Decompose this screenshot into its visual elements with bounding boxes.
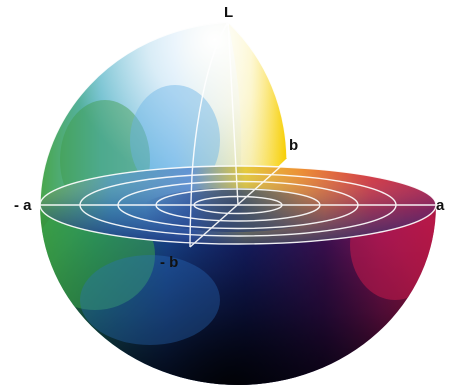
- axis-label-b: b: [289, 137, 299, 154]
- l-axis-line: [227, 19, 239, 206]
- shell-outline: [39, 21, 229, 206]
- axis-label-a: a: [436, 197, 445, 214]
- b-axis-line: [189, 159, 289, 248]
- meridian-arc-back: [189, 21, 229, 248]
- axis-label-neg-a: - a: [14, 197, 32, 214]
- axis-label-l: L: [224, 4, 234, 21]
- grid-lines: [39, 19, 437, 248]
- meridian-arc-b: [227, 21, 288, 159]
- axis-label-neg-b: - b: [160, 254, 179, 271]
